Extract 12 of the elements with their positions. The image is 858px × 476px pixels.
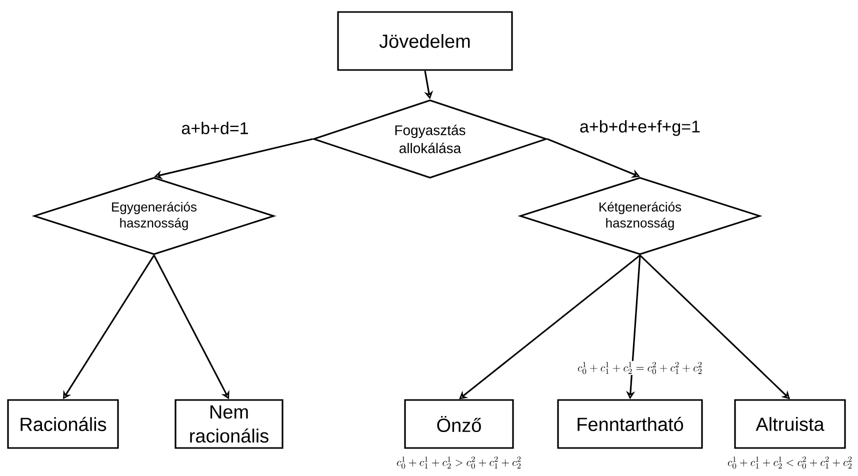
edge-label: a+b+d+e+f+g=1 — [578, 119, 702, 137]
category-box: Önző — [404, 399, 514, 449]
edge-label: a+b+d=1 — [180, 120, 250, 136]
arrow — [459, 254, 640, 400]
condition-formula: $c_0^1 + c_1^1 + c_2^1 < c_0^2 + c_1^2 + c_2^2$ — [728, 456, 852, 469]
edge-label: $c_0^1 + c_1^1 + c_2^1 = c_0^2 + c_1^2 + c_2^2$ — [576, 361, 704, 375]
category-box: Jövedelem — [337, 11, 513, 71]
category-box: Fenntartható — [557, 399, 703, 449]
category-box: Altruista — [734, 399, 846, 449]
condition-formula: $c_0^1 + c_1^1 + c_2^1 > c_0^2 + c_1^2 + c_2^2$ — [396, 456, 521, 469]
category-box: Nem racionális — [174, 399, 284, 449]
category-box: Racionális — [7, 399, 119, 449]
